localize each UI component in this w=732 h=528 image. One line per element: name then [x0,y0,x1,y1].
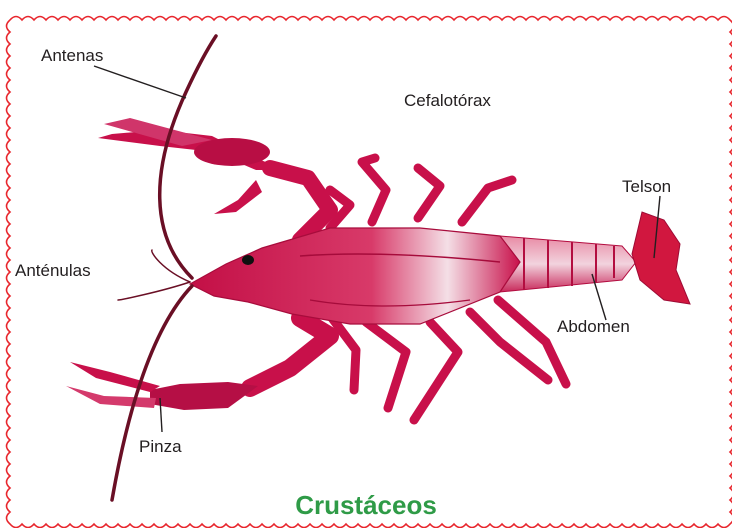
diagram-title: Crustáceos [0,492,732,518]
label-abdomen: Abdomen [557,318,630,335]
crayfish-illustration [66,36,690,500]
antennae [112,36,216,500]
abdomen [500,236,636,292]
label-telson: Telson [622,178,671,195]
label-antenulas: Anténulas [15,262,91,279]
label-antenas: Antenas [41,47,103,64]
eye [242,255,254,265]
telson [632,212,690,304]
label-cefalotorax: Cefalotórax [404,92,491,109]
label-pinza: Pinza [139,438,182,455]
leader-antenas [94,66,186,98]
lower-claw [66,318,330,410]
upper-claw [98,118,330,240]
